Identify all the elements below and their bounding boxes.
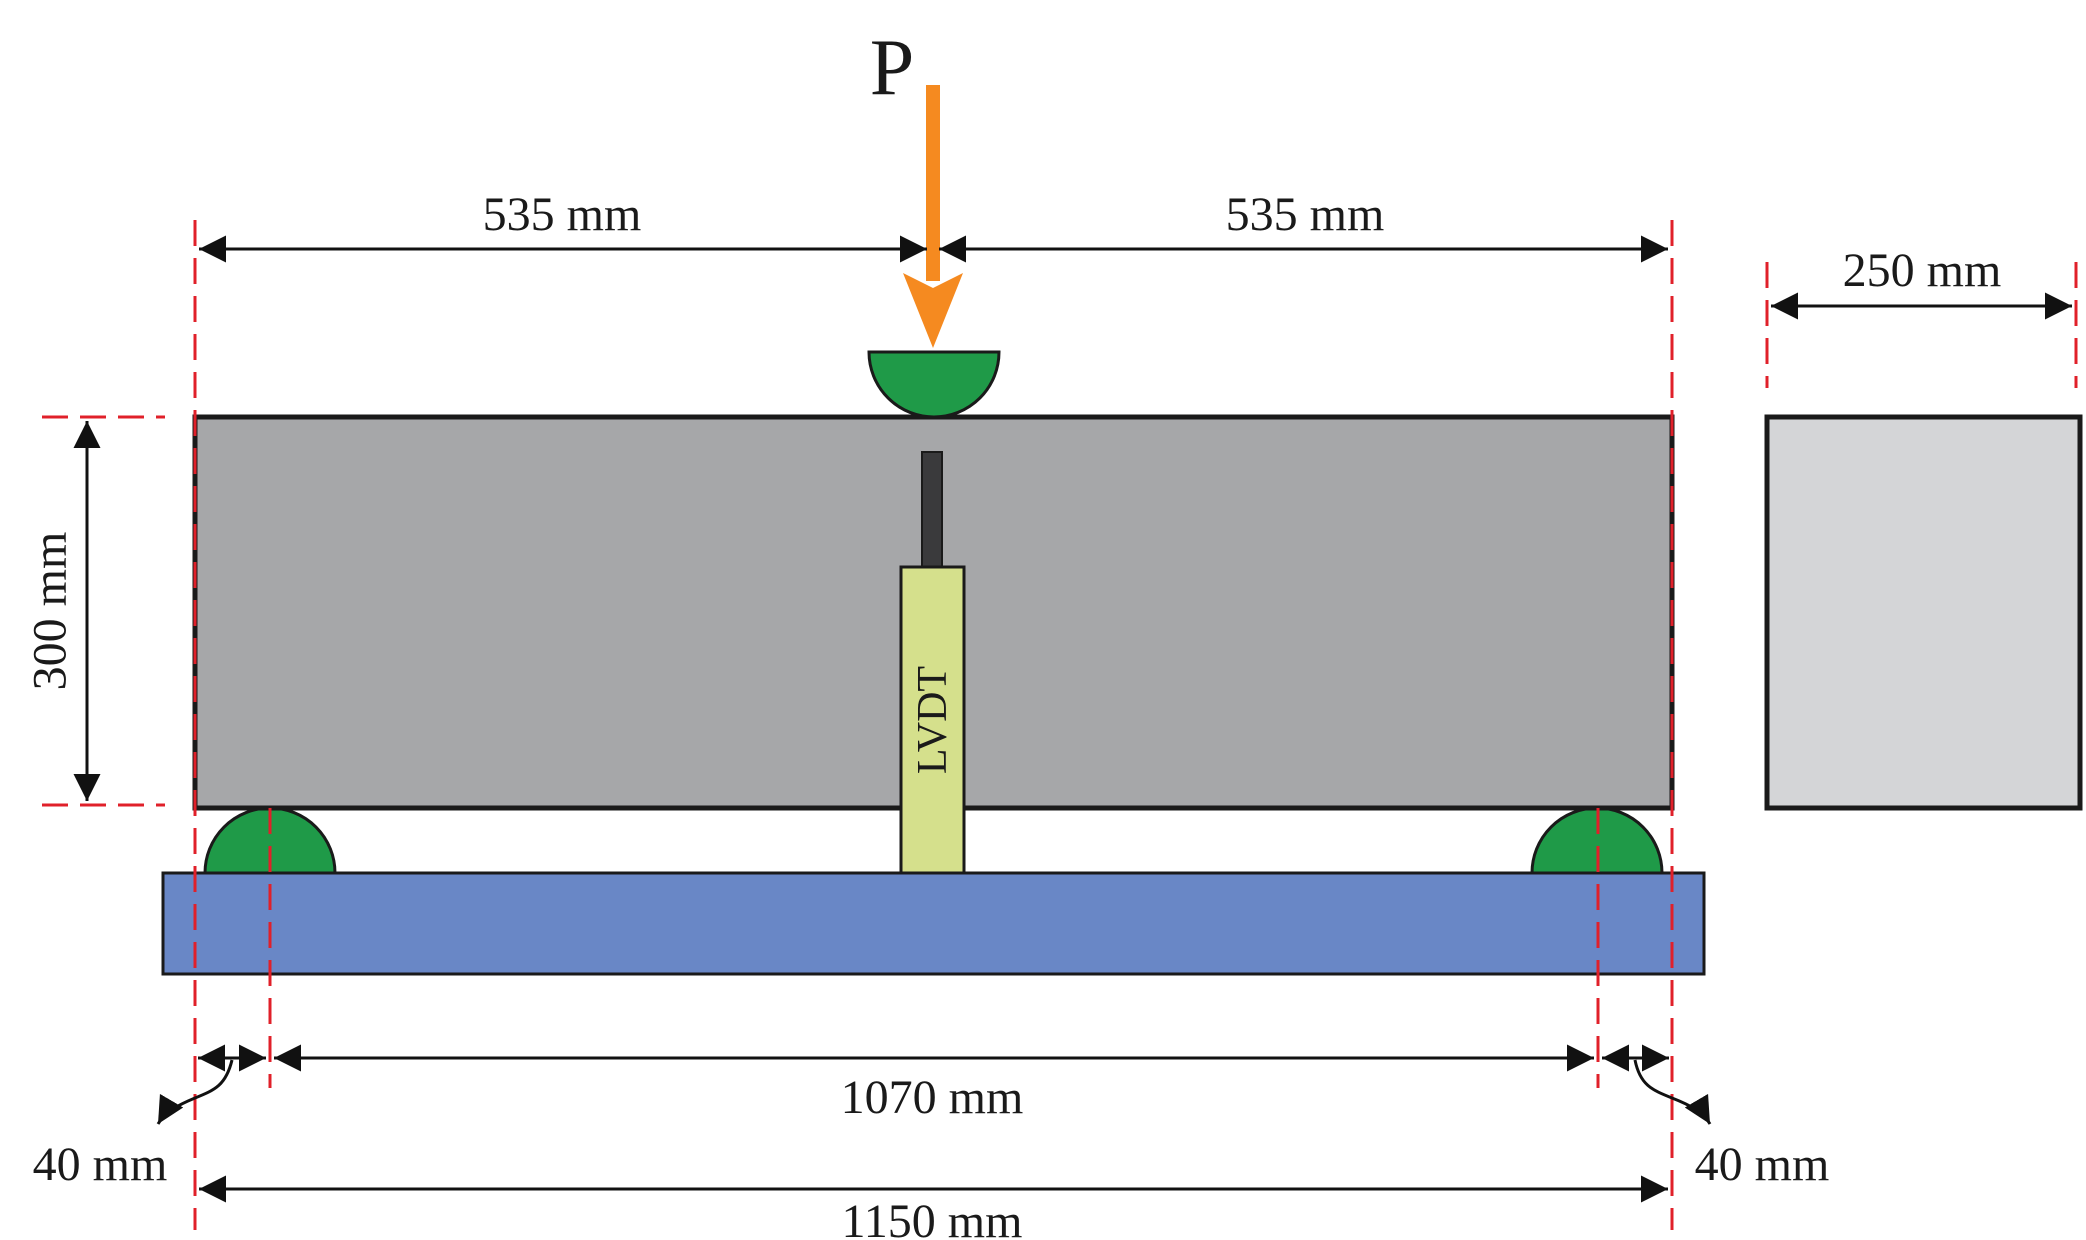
lvdt-label: LVDT	[910, 666, 956, 774]
load-label: P	[870, 24, 915, 112]
load-arrow-shaft	[926, 85, 940, 281]
dim-height: 300 mm	[24, 532, 77, 691]
dim-overhang-left: 40 mm	[33, 1138, 168, 1191]
leader-overhang-right	[1633, 1059, 1712, 1125]
dim-total-length: 1150 mm	[842, 1195, 1023, 1240]
leader-overhang-left	[156, 1059, 234, 1125]
dim-half-span-right: 535 mm	[1226, 188, 1385, 241]
dim-clear-span: 1070 mm	[841, 1071, 1024, 1124]
base-plate	[161, 871, 1706, 976]
dim-overhang-right: 40 mm	[1695, 1138, 1830, 1191]
load-arrow-head	[903, 273, 963, 348]
dim-width: 250 mm	[1843, 244, 2002, 297]
dim-half-span-left: 535 mm	[483, 188, 642, 241]
load-support	[867, 350, 1001, 419]
lvdt-rod	[921, 451, 943, 568]
cross-section	[1764, 414, 2083, 811]
lvdt-body	[899, 565, 966, 875]
